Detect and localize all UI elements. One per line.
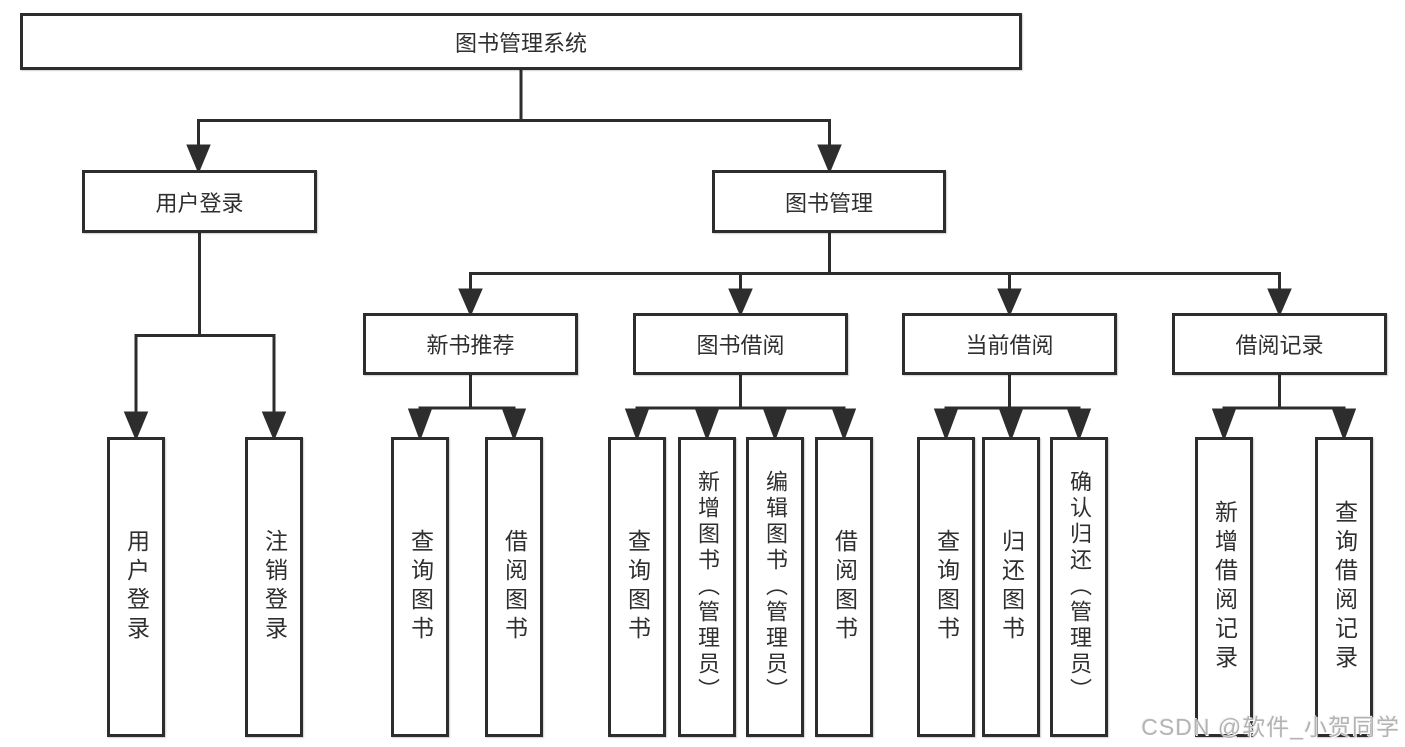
leaf-borrow-books-recommend: 借阅图书 bbox=[485, 437, 543, 737]
leaf-return-books: 归还图书 bbox=[982, 437, 1040, 737]
csdn-watermark: CSDN @软件_小贺同学 bbox=[1141, 714, 1400, 740]
node-book-management: 图书管理 bbox=[712, 170, 946, 233]
leaf-confirm-return-admin: 确认归还（管理员） bbox=[1050, 437, 1108, 737]
node-user-login: 用户登录 bbox=[82, 170, 317, 233]
arrowhead bbox=[407, 408, 433, 442]
leaf-logout: 注销登录 bbox=[245, 437, 303, 737]
arrowhead bbox=[728, 288, 753, 317]
arrowhead bbox=[1066, 408, 1092, 442]
leaf-edit-books-admin: 编辑图书（管理员） bbox=[746, 437, 804, 737]
node-library-system: 图书管理系统 bbox=[20, 13, 1022, 70]
arrowhead bbox=[186, 144, 211, 174]
arrowhead bbox=[501, 408, 527, 442]
leaf-user-login: 用户登录 bbox=[107, 437, 165, 737]
arrowhead bbox=[261, 411, 287, 441]
arrowhead bbox=[831, 408, 857, 442]
leaf-add-borrow-record: 新增借阅记录 bbox=[1195, 437, 1253, 737]
leaf-add-books-admin: 新增图书（管理员） bbox=[678, 437, 736, 737]
arrowhead bbox=[817, 144, 842, 174]
leaf-query-books-recommend: 查询图书 bbox=[391, 437, 449, 737]
arrowhead bbox=[1211, 408, 1237, 442]
arrowhead bbox=[762, 408, 788, 442]
arrowhead bbox=[998, 408, 1024, 442]
node-book-borrowing: 图书借阅 bbox=[633, 313, 848, 375]
leaf-borrow-books-borrowing: 借阅图书 bbox=[815, 437, 873, 737]
leaf-query-books-borrowing: 查询图书 bbox=[608, 437, 666, 737]
node-new-book-recommendation: 新书推荐 bbox=[363, 313, 578, 375]
arrowhead bbox=[694, 408, 720, 442]
arrowhead bbox=[997, 288, 1022, 317]
node-current-borrowing: 当前借阅 bbox=[902, 313, 1117, 375]
arrowhead bbox=[123, 411, 149, 441]
arrowhead bbox=[933, 408, 959, 442]
tree-connectors bbox=[123, 68, 1357, 442]
arrowhead bbox=[458, 288, 483, 317]
leaf-query-books-current: 查询图书 bbox=[917, 437, 975, 737]
arrowhead bbox=[1331, 408, 1357, 442]
node-borrowing-records: 借阅记录 bbox=[1172, 313, 1387, 375]
arrowhead bbox=[1267, 288, 1292, 317]
arrowhead bbox=[624, 408, 650, 442]
leaf-query-borrow-record: 查询借阅记录 bbox=[1315, 437, 1373, 737]
